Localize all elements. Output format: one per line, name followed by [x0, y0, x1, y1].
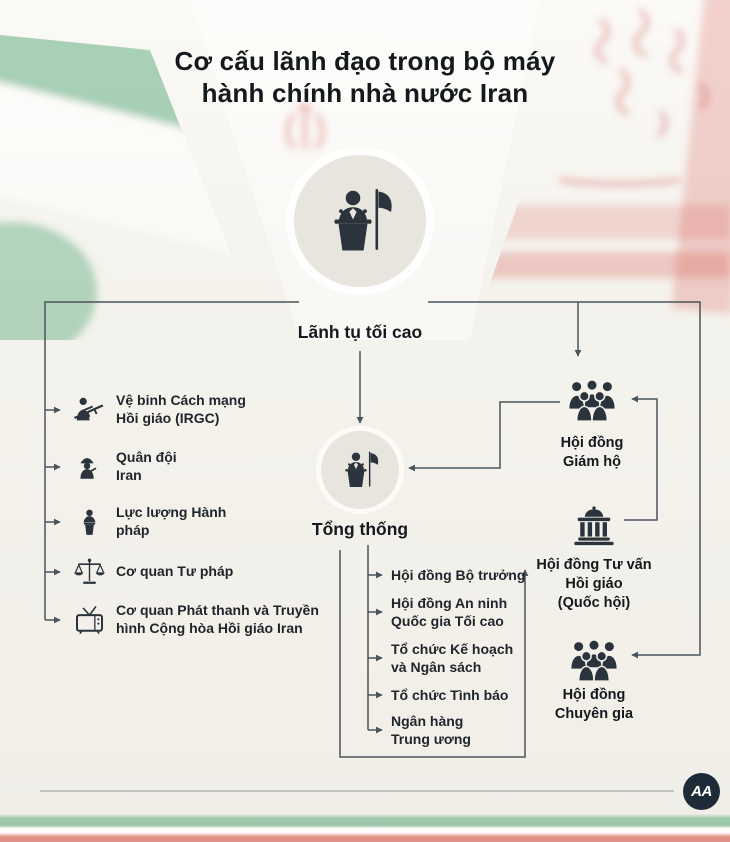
justice-scales-icon — [70, 557, 108, 587]
parliament-building-icon — [566, 505, 622, 549]
aa-agency-logo: AA — [683, 773, 720, 810]
page-title: Cơ cấu lãnh đạo trong bộ máy hành chính … — [174, 46, 556, 108]
left-item-label: Lực lượng Hành pháp — [116, 504, 227, 538]
army-officer-icon — [70, 452, 108, 482]
left-item-label: Cơ quan Tư pháp — [116, 563, 234, 580]
connector-parliament-to-guardian — [624, 395, 658, 521]
podium-speaker-icon — [337, 447, 383, 493]
president-body-ministers: Hội đồng Bộ trưởng — [391, 566, 526, 583]
connector-guardian-to-president — [408, 401, 560, 472]
president-body-intelligence: Tổ chức Tình báo — [391, 686, 509, 703]
president-label: Tổng thống — [311, 519, 409, 539]
official-bust-icon — [70, 507, 108, 537]
supreme-leader-node — [294, 155, 426, 287]
parliament-label: Hội đồng Tư vấn Hồi giáo (Quốc hội) — [536, 557, 652, 611]
television-icon — [70, 605, 108, 635]
left-item-executive: Lực lượng Hành pháp — [70, 504, 226, 540]
flag-emblem-decoration — [285, 104, 325, 150]
experts-assembly-label: Hội đồng Chuyên gia — [554, 687, 634, 722]
people-group-icon — [566, 637, 622, 685]
president-body-central-bank: Ngân hàng Trung ương — [391, 712, 471, 747]
left-item-judiciary: Cơ quan Tư pháp — [70, 557, 233, 587]
left-item-irgc: Vệ binh Cách mạng Hồi giáo (IRGC) — [70, 392, 246, 428]
left-item-broadcasting: Cơ quan Phát thanh và Truyền hình Cộng h… — [70, 602, 319, 638]
left-item-label: Cơ quan Phát thanh và Truyền hình Cộng h… — [116, 602, 319, 636]
supreme-leader-label: Lãnh tụ tối cao — [297, 322, 423, 342]
soldier-rifle-icon — [70, 395, 108, 425]
president-body-security-council: Hội đồng An ninh Quốc gia Tối cao — [391, 594, 508, 629]
flag-stripe-decoration — [0, 810, 730, 842]
guardian-council-label: Hội đồng Giám hộ — [560, 435, 624, 470]
aa-logo-text: AA — [691, 783, 712, 800]
left-item-label: Quân đội Iran — [116, 449, 177, 483]
president-node — [321, 431, 399, 509]
people-group-icon — [564, 377, 620, 425]
president-body-budget-org: Tổ chức Kế hoạch và Ngân sách — [391, 640, 514, 675]
left-item-label: Vệ binh Cách mạng Hồi giáo (IRGC) — [116, 392, 246, 426]
podium-speaker-flag-icon — [320, 181, 400, 261]
left-item-army: Quân đội Iran — [70, 449, 177, 485]
